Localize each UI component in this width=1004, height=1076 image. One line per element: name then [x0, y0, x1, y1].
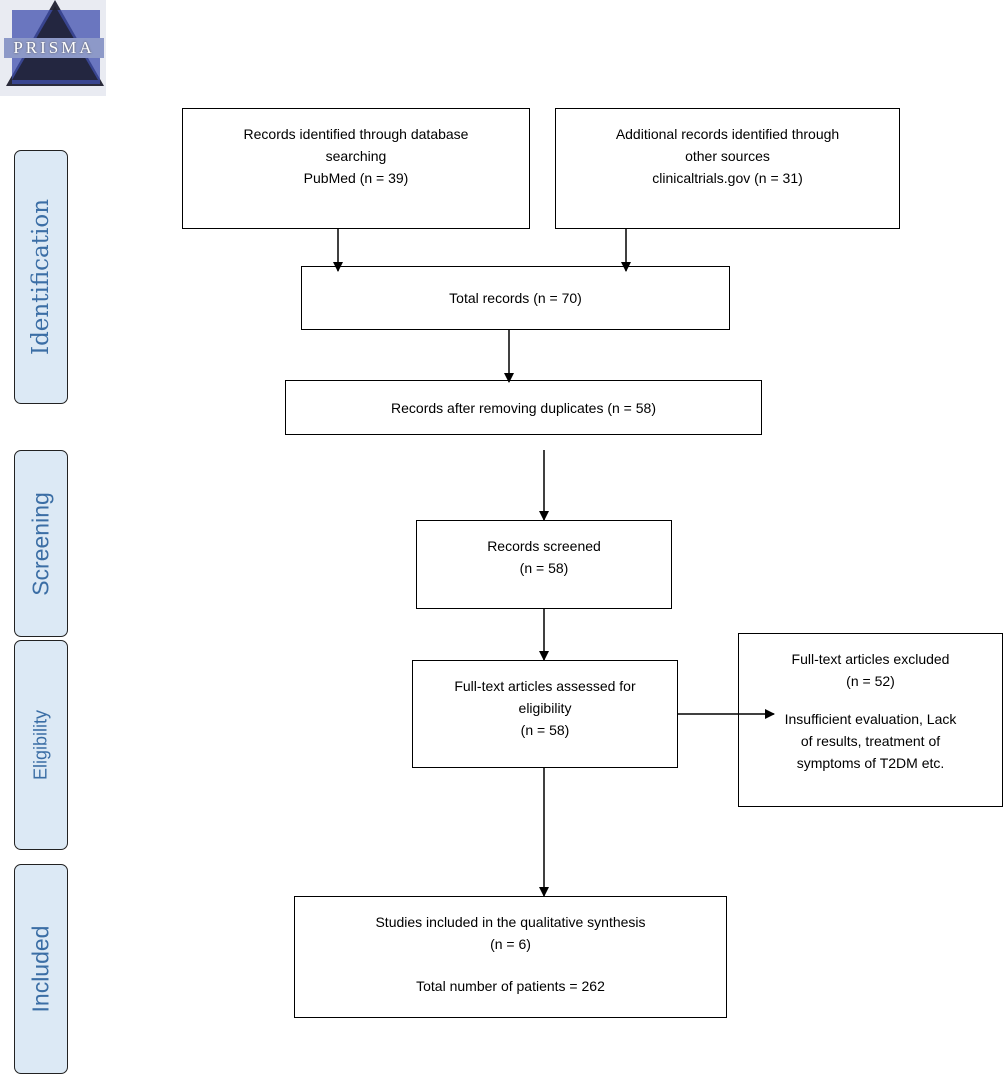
box-line: (n = 52) [846, 673, 895, 689]
box-fulltext-assessed: Full-text articles assessed for eligibil… [412, 660, 678, 768]
box-line: of results, treatment of [800, 733, 941, 749]
box-line: Total number of patients = 262 [416, 978, 605, 994]
box-line: Records identified through database [243, 126, 469, 142]
prisma-pyramid-icon [0, 0, 106, 96]
box-database-records: Records identified through database sear… [182, 108, 530, 229]
box-line: Studies included in the qualitative synt… [375, 914, 646, 930]
box-fulltext-excluded: Full-text articles excluded (n = 52) Ins… [738, 633, 1003, 807]
box-additional-records: Additional records identified through ot… [555, 108, 900, 229]
phase-eligibility: Eligibility [14, 640, 68, 850]
box-line: eligibility [518, 700, 572, 716]
box-after-duplicates: Records after removing duplicates (n = 5… [285, 380, 762, 435]
box-line: searching [325, 148, 387, 164]
box-line: Full-text articles excluded [791, 651, 950, 667]
phase-screening: Screening [14, 450, 68, 637]
box-line: (n = 6) [490, 936, 531, 952]
phase-included: Included [14, 864, 68, 1074]
box-line: Insufficient evaluation, Lack [784, 711, 957, 727]
box-line: other sources [685, 148, 770, 164]
box-line: clinicaltrials.gov (n = 31) [652, 170, 803, 186]
box-total-records: Total records (n = 70) [301, 266, 730, 330]
box-line: Total records (n = 70) [449, 290, 582, 306]
box-line: Full-text articles assessed for [454, 678, 636, 694]
box-line: Records after removing duplicates (n = 5… [391, 399, 656, 416]
box-line: symptoms of T2DM etc. [796, 755, 945, 771]
phase-identification: Identification [14, 150, 68, 404]
logo-text: PRISMA [13, 38, 95, 57]
box-line: Additional records identified through [615, 126, 840, 142]
box-line: PubMed (n = 39) [303, 170, 409, 186]
box-line: (n = 58) [519, 560, 569, 576]
box-line: (n = 58) [520, 722, 570, 738]
prisma-logo: PRISMA [0, 0, 106, 96]
box-studies-included: Studies included in the qualitative synt… [294, 896, 727, 1018]
box-line: Records screened [487, 538, 601, 554]
